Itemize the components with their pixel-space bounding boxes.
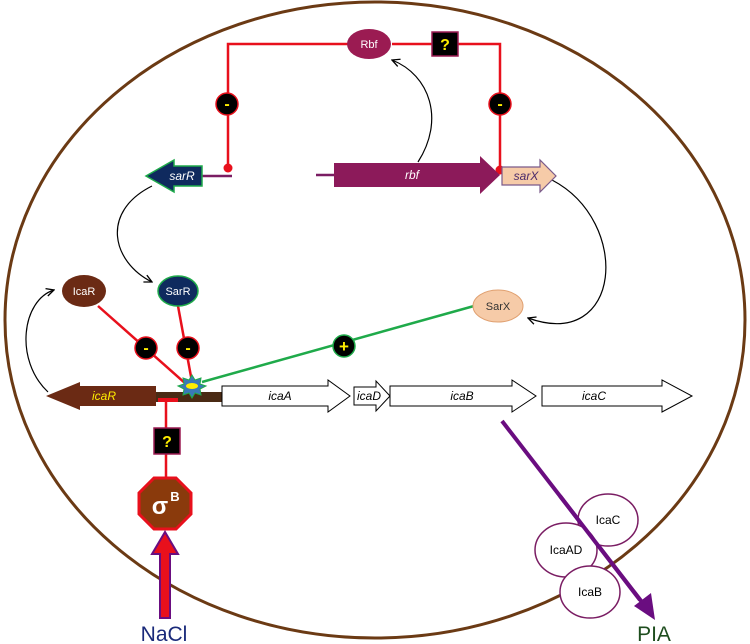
sarR-gene: sarR (144, 158, 232, 194)
cell-boundary (3, 0, 747, 640)
icaR-protein-label: IcaR (73, 286, 96, 298)
pia-label: PIA (637, 623, 671, 644)
icaC-protein-label: IcaC (596, 513, 621, 527)
minus-sign: - (185, 340, 190, 357)
question-sign: ? (162, 434, 172, 451)
minus-sign: - (224, 96, 229, 113)
rbf-expression-arrow (392, 60, 433, 163)
pia-synthesis-arrowhead (634, 593, 655, 620)
sarX-protein-label: SarX (486, 301, 511, 313)
question-sign: ? (440, 37, 450, 54)
plus-badge (332, 334, 356, 358)
question-badge (431, 31, 459, 57)
rbf-repression-network (97, 42, 502, 482)
sign-minus-rbf-sarR: - (215, 92, 239, 116)
pia-arrow-overlay (558, 494, 642, 602)
ica-complex: IcaC IcaAD IcaB PIA (500, 419, 671, 644)
sigmaB-octagon (137, 476, 193, 531)
sarX-expression-arrow (528, 179, 607, 324)
icaB-gene-arrow (389, 379, 537, 413)
sigmaB-superscript: B (170, 489, 179, 504)
icaC-gene-arrow (541, 379, 694, 413)
sarR-protein-shape (157, 275, 199, 307)
icaC-gene-label: icaC (582, 389, 606, 403)
rbf-gene-label: rbf (405, 168, 421, 182)
icaD-gene-arrow (353, 379, 391, 413)
nacl-arrow (150, 530, 180, 619)
rbf-protein-label: Rbf (360, 39, 378, 51)
icaR-protein-shape (62, 275, 106, 307)
sarX-gene-arrow (501, 158, 557, 194)
sarX-protein: SarX (472, 289, 524, 323)
icaB-gene-label: icaB (450, 389, 473, 403)
sigmaB-symbol: σ (152, 493, 168, 520)
icaR-promoter-mark (158, 398, 178, 402)
plus-sign: + (339, 337, 349, 356)
question-to-sarX-line (458, 42, 502, 170)
minus-badge (134, 336, 158, 360)
sign-minus-sarR: - (176, 336, 200, 360)
ica-locus: icaR icaA icaD icaB icaC (46, 374, 694, 413)
repression-end-dot-sarR (223, 163, 233, 173)
icaB-protein-shape (559, 565, 621, 619)
icaB-protein-label: IcaB (578, 585, 602, 599)
ica-promoter-region (156, 392, 222, 402)
icaR-expression-arrow (25, 290, 54, 393)
icaAD-protein-label: IcaAD (550, 543, 583, 557)
sign-unknown-rbf-sarX: ? (431, 31, 459, 57)
rbf-to-sarR-line (226, 42, 348, 168)
expression-arrows (25, 60, 607, 393)
sarR-gene-arrow (144, 158, 203, 194)
icaR-gene-label: icaR (92, 389, 116, 403)
rbf-gene-arrow (334, 156, 500, 194)
icaR-protein: IcaR (62, 275, 106, 307)
minus-badge (488, 92, 512, 116)
icaA-gene-arrow (221, 379, 351, 413)
minus-sign: - (143, 340, 148, 357)
nacl-label: NaCl (141, 623, 188, 644)
rbf-gene: rbf (316, 156, 500, 194)
minus-badge (176, 336, 200, 360)
icaR-gene-arrow (46, 382, 156, 410)
minus-sign: - (497, 96, 502, 113)
sarR-expression-arrow (116, 185, 152, 282)
minus-badge (215, 92, 239, 116)
icaD-gene-label: icaD (357, 389, 381, 403)
sign-plus-sarX: + (332, 334, 356, 358)
sign-minus-rbf-sarX: - (488, 92, 512, 116)
sigmaB-factor: σ B (137, 476, 193, 531)
icaA-gene-label: icaA (268, 389, 291, 403)
sarX-protein-shape (472, 289, 524, 323)
sign-minus-icaR: - (134, 336, 158, 360)
sarR-protein-label: SarR (165, 286, 190, 298)
sarX-gene-label: sarX (514, 169, 540, 183)
question-badge (153, 427, 181, 455)
binding-site-core (186, 383, 198, 389)
rbf-protein-shape (347, 29, 391, 59)
sarR-protein: SarR (157, 275, 199, 307)
sarR-gene-label: sarR (169, 169, 195, 183)
nacl-stimulus: NaCl (141, 530, 188, 644)
sign-unknown-sigmaB: ? (153, 427, 181, 455)
rbf-protein: Rbf (347, 29, 391, 59)
sarX-gene: sarX (501, 158, 557, 194)
